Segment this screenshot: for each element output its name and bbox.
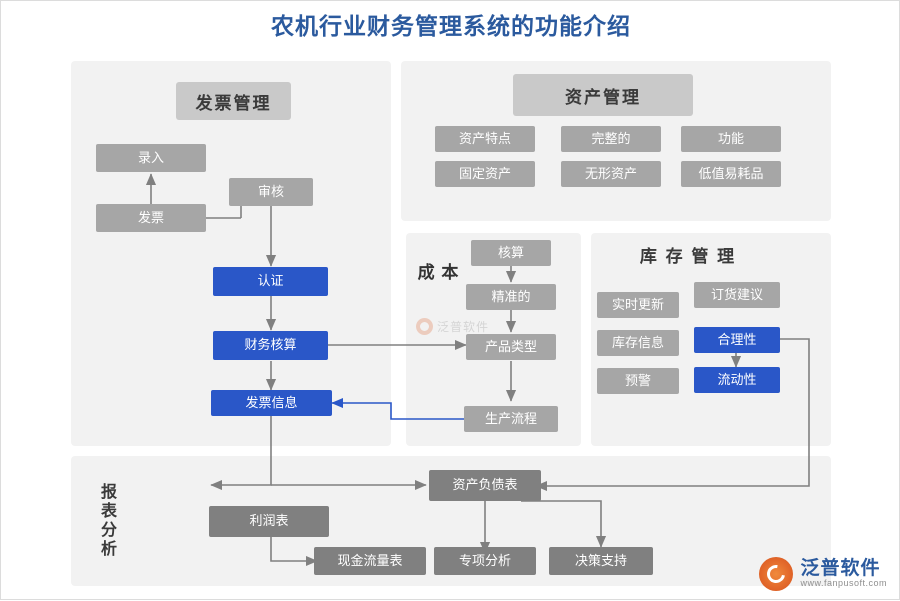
watermark-text: 泛普软件 [437,319,490,334]
node-invoice-accounting[interactable]: 财务核算 [213,331,328,360]
section-heading-asset: 资产管理 [513,74,693,116]
node-invoice-info[interactable]: 发票信息 [211,390,332,416]
watermark-logo-icon [416,317,433,335]
node-report-cash-flow[interactable]: 现金流量表 [314,547,426,575]
node-asset-complete[interactable]: 完整的 [561,126,661,152]
brand-logo-text: 泛普软件 www.fanpusoft.com [800,559,887,589]
node-inventory-info[interactable]: 库存信息 [597,330,679,356]
node-inventory-liquidity[interactable]: 流动性 [694,367,780,393]
node-report-special-analysis[interactable]: 专项分析 [434,547,536,575]
brand-logo: 泛普软件 www.fanpusoft.com [759,557,887,591]
node-asset-fixed[interactable]: 固定资产 [435,161,535,187]
node-report-balance-sheet[interactable]: 资产负债表 [429,470,541,501]
node-invoice-audit[interactable]: 审核 [229,178,313,206]
node-inventory-alert[interactable]: 预警 [597,368,679,394]
node-inventory-realtime[interactable]: 实时更新 [597,292,679,318]
node-inventory-order-advice[interactable]: 订货建议 [694,282,780,308]
section-heading-invoice: 发票管理 [176,82,291,120]
brand-logo-icon [759,557,794,591]
node-asset-function[interactable]: 功能 [681,126,781,152]
node-inventory-rationality[interactable]: 合理性 [694,327,780,353]
node-asset-feature[interactable]: 资产特点 [435,126,535,152]
page-title: 农机行业财务管理系统的功能介绍 [271,13,631,39]
node-invoice-entry[interactable]: 录入 [96,144,206,172]
node-cost-accounting[interactable]: 核算 [471,240,551,266]
center-watermark: 泛普软件 [416,314,526,338]
section-heading-cost: 成 本 [417,263,460,282]
section-heading-inventory: 库 存 管 理 [618,237,758,271]
node-cost-precise[interactable]: 精准的 [466,284,556,310]
node-invoice-bill[interactable]: 发票 [96,204,206,232]
node-report-decision-support[interactable]: 决策支持 [549,547,653,575]
brand-url: www.fanpusoft.com [800,578,887,589]
node-asset-intangible[interactable]: 无形资产 [561,161,661,187]
node-asset-consumable[interactable]: 低值易耗品 [681,161,781,187]
section-heading-report: 报表分析 [86,467,126,575]
node-invoice-certify[interactable]: 认证 [213,267,328,296]
brand-name: 泛普软件 [800,558,881,580]
node-cost-production-flow[interactable]: 生产流程 [464,406,558,432]
node-cost-product-type[interactable]: 产品类型 [466,334,556,360]
node-report-income-statement[interactable]: 利润表 [209,506,329,537]
panel-invoice [71,61,391,446]
